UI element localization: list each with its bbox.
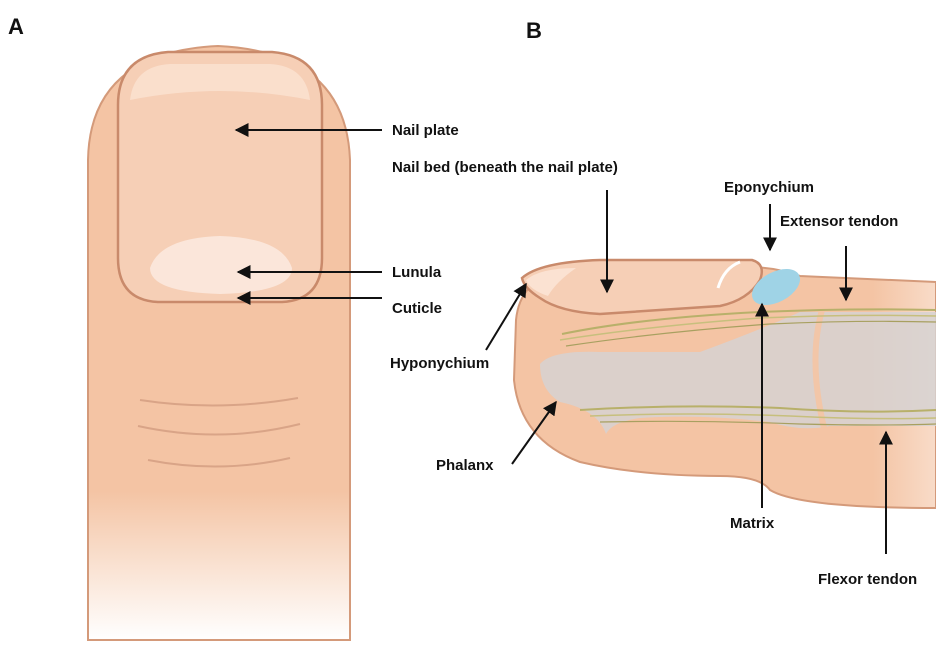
panel-a-letter: A (8, 14, 24, 39)
label-nail-bed: Nail bed (beneath the nail plate) (392, 159, 618, 176)
label-flexor-tendon: Flexor tendon (818, 571, 917, 588)
label-hyponychium: Hyponychium (390, 355, 489, 372)
label-lunula: Lunula (392, 264, 442, 281)
finger-front-view (88, 46, 350, 640)
label-cuticle: Cuticle (392, 300, 442, 317)
label-phalanx: Phalanx (436, 457, 494, 474)
panel-b-letter: B (526, 18, 542, 43)
label-nail-plate: Nail plate (392, 122, 459, 139)
label-eponychium: Eponychium (724, 179, 814, 196)
finger-side-view (514, 260, 936, 508)
label-matrix: Matrix (730, 515, 775, 532)
label-extensor-tendon: Extensor tendon (780, 213, 898, 230)
